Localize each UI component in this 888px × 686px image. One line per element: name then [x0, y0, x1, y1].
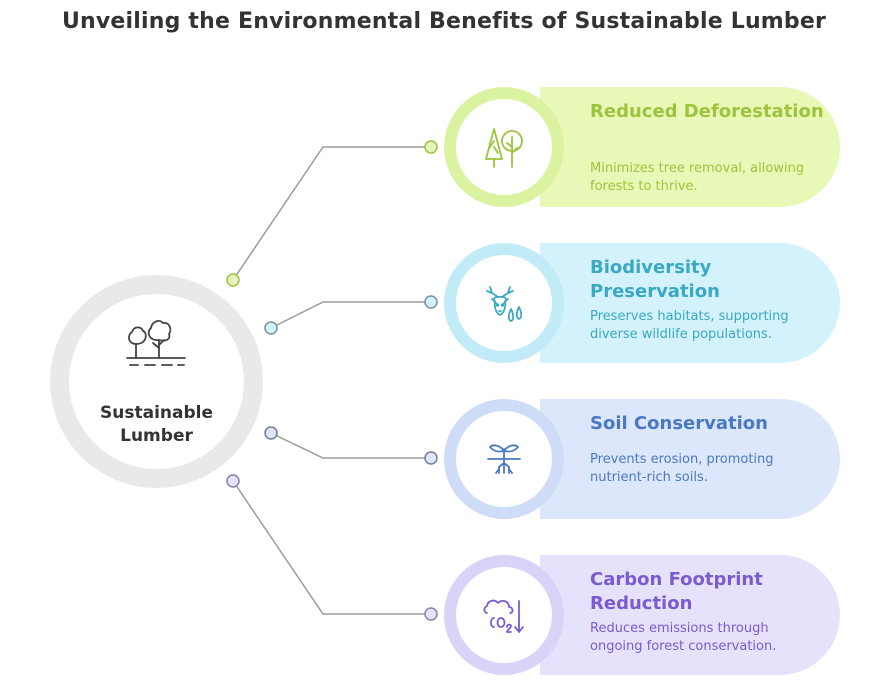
benefit-title: Carbon Footprint Reduction — [590, 569, 763, 614]
benefit-description: Prevents erosion, promoting nutrient-ric… — [590, 452, 774, 485]
benefit-title: Biodiversity Preservation — [590, 257, 720, 302]
benefit-card-background — [540, 555, 840, 675]
connector-dot-end-2 — [424, 295, 438, 309]
benefit-icon-disc — [456, 411, 552, 507]
benefit-icon-ring — [444, 87, 564, 207]
benefit-card-reduced-deforestation: Reduced Deforestation Minimizes tree rem… — [444, 87, 844, 207]
connector-dot-end-3 — [424, 451, 438, 465]
benefit-card-soil-conservation: Soil Conservation Prevents erosion, prom… — [444, 399, 844, 519]
benefit-icon-ring — [444, 399, 564, 519]
sprout-roots-icon — [487, 444, 521, 474]
hub-inner: Sustainable Lumber — [69, 294, 244, 469]
benefit-card-background — [540, 399, 840, 519]
benefit-icon-ring — [444, 555, 564, 675]
benefit-description: Preserves habitats, supporting diverse w… — [590, 309, 789, 342]
benefit-card-background — [540, 243, 840, 363]
benefit-card-background — [540, 87, 840, 207]
hub-label: Sustainable Lumber — [100, 403, 213, 446]
connector-dot-hub-2 — [264, 321, 278, 335]
benefit-description: Reduces emissions through ongoing forest… — [590, 621, 777, 654]
connector-dot-end-4 — [424, 607, 438, 621]
benefit-title: Soil Conservation — [590, 413, 768, 434]
benefit-icon-disc — [456, 567, 552, 663]
connector-dot-hub-3 — [264, 426, 278, 440]
benefit-card-biodiversity-preservation: Biodiversity Preservation Preserves habi… — [444, 243, 844, 363]
connector-dot-hub-1 — [226, 273, 240, 287]
hub-node: Sustainable Lumber — [50, 275, 263, 488]
connector-dot-end-1 — [424, 140, 438, 154]
diagram-title: Unveiling the Environmental Benefits of … — [61, 9, 827, 34]
deer-icon — [486, 286, 523, 322]
benefit-icon-ring — [444, 243, 564, 363]
connector-reduced-deforestation — [232, 146, 431, 281]
connector-carbon-footprint-reduction — [232, 480, 431, 615]
benefit-icon-disc — [456, 99, 552, 195]
trees-on-ground-icon — [126, 320, 186, 366]
co2-down-icon — [483, 599, 524, 633]
connector-dot-hub-4 — [226, 474, 240, 488]
benefit-icon-disc — [456, 255, 552, 351]
benefit-title: Reduced Deforestation — [590, 101, 824, 122]
benefit-description: Minimizes tree removal, allowing forests… — [590, 161, 805, 194]
benefit-card-carbon-footprint-reduction: Carbon Footprint Reduction Reduces emiss… — [444, 555, 844, 675]
connector-biodiversity-preservation — [270, 301, 431, 329]
trees-icon — [485, 128, 523, 168]
connector-soil-conservation — [270, 432, 431, 459]
